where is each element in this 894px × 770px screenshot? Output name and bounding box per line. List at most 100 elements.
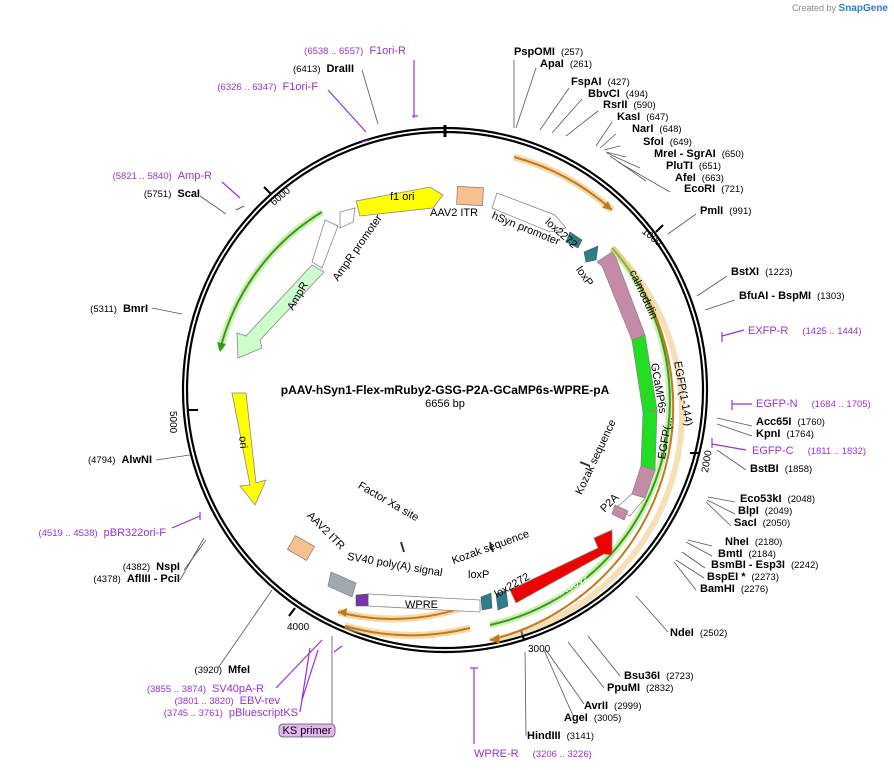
svg-text:(3920)MfeI: (3920)MfeI bbox=[195, 664, 250, 676]
site-hindiii-pos: (3141) bbox=[567, 731, 594, 742]
primer-ebv-rev-range: (3801 .. 3820) bbox=[174, 696, 233, 707]
ks-primer-badge bbox=[278, 723, 336, 738]
svg-text:(4378)AflIII - PciI: (4378)AflIII - PciI bbox=[93, 573, 180, 585]
site-mfei: MfeI bbox=[228, 664, 250, 676]
orf-arc-left bbox=[219, 211, 323, 351]
tick-label-2000: 2000 bbox=[700, 449, 715, 473]
factor-xa-mark bbox=[400, 541, 405, 553]
primer-f1ori-r: F1ori-R bbox=[369, 45, 406, 57]
svg-text:Bsu36I(2723): Bsu36I(2723) bbox=[624, 670, 694, 682]
site-bstxi: BstXI bbox=[731, 266, 759, 278]
tick-label-3000: 3000 bbox=[528, 644, 551, 655]
site-apai: ApaI bbox=[540, 58, 564, 70]
orf-arc-top-arrowhead bbox=[602, 201, 612, 210]
site-alwni: AlwNI bbox=[121, 454, 152, 466]
label-aav2-itr-top: AAV2 ITR bbox=[430, 207, 478, 219]
site-bstxi-pos: (1223) bbox=[765, 267, 792, 278]
primer-ebv-rev: EBV-rev bbox=[240, 695, 281, 707]
ampr-arrow bbox=[236, 264, 325, 359]
label-egfp-2: EGFP(... bbox=[656, 416, 675, 460]
svg-text:NarI(648): NarI(648) bbox=[632, 123, 682, 135]
svg-text:AfeI(663): AfeI (663) bbox=[675, 172, 724, 184]
label-factor-xa: Factor Xa site bbox=[356, 480, 421, 524]
p2a-box bbox=[611, 504, 629, 521]
tick-label-6000: 6000 bbox=[269, 185, 293, 208]
svg-text:SacI(2050): SacI(2050) bbox=[734, 517, 790, 529]
aav2-itr-top-box bbox=[456, 185, 484, 207]
svg-text:BstBI(1858): BstBI(1858) bbox=[750, 463, 812, 475]
svg-text:(6326 .. 6347)F1ori-F: (6326 .. 6347) F1ori-F bbox=[217, 81, 318, 93]
orf-arc-right bbox=[489, 247, 671, 626]
svg-text:AvrII(2999): AvrII(2999) bbox=[584, 700, 642, 712]
ampr-promoter-arrow bbox=[339, 207, 356, 229]
site-acc65i-pos: (1760) bbox=[797, 417, 824, 428]
site-ecori-pos: (721) bbox=[721, 184, 743, 195]
label-kozak2: Kozak sequence bbox=[450, 528, 531, 567]
primer-amp-r: Amp-R bbox=[178, 170, 212, 182]
site-eco53ki: Eco53kI bbox=[740, 493, 782, 505]
orf-arc-left-arrowhead bbox=[217, 342, 226, 352]
site-mrei-sgrai: MreI - SgrAI bbox=[654, 148, 716, 160]
lox2272-bottom-marker bbox=[495, 589, 509, 611]
site-ecori: EcoRI bbox=[684, 183, 715, 195]
orf-arc-bottom1-arrowhead bbox=[338, 608, 347, 617]
label-loxp-top: loxP bbox=[573, 264, 595, 288]
primer-pbluescriptks-range: (3745 .. 3761) bbox=[164, 708, 223, 719]
orf-arc-top bbox=[513, 156, 613, 211]
primer-amp-r-range: (5821 .. 5840) bbox=[113, 171, 172, 182]
site-leaders bbox=[151, 60, 753, 737]
site-saci-pos: (2050) bbox=[763, 518, 790, 529]
orf-arcs bbox=[216, 153, 685, 644]
site-bsu36i-pos: (2723) bbox=[666, 671, 693, 682]
primer-f1ori-f: F1ori-F bbox=[283, 81, 319, 93]
label-kozak1: Kozak sequence bbox=[573, 418, 618, 497]
site-blpi: BlpI bbox=[738, 505, 759, 517]
kozak2-mark bbox=[489, 541, 494, 553]
primer-f1ori-f-range: (6326 .. 6347) bbox=[217, 82, 276, 93]
svg-text:BbvCI(494): BbvCI(494) bbox=[588, 88, 648, 100]
site-afliii-pos: (4378) bbox=[93, 574, 120, 585]
site-nari-pos: (648) bbox=[659, 124, 681, 135]
svg-text:RsrII(590): RsrII (590) bbox=[603, 99, 656, 111]
svg-text:EGFP-C(1811 .. 1832): EGFP-C (1811 .. 1832) bbox=[752, 445, 866, 457]
site-bamhi: BamHI bbox=[700, 583, 735, 595]
primer-pbr322ori-f: pBR322ori-F bbox=[104, 527, 167, 539]
site-draiii: DraIII bbox=[326, 63, 354, 75]
svg-text:PspOMI(257): PspOMI (257) bbox=[514, 46, 583, 58]
primer-egfp-c: EGFP-C bbox=[752, 445, 794, 457]
primer-pbr322ori-f-range: (4519 .. 4538) bbox=[38, 528, 97, 539]
site-rsrii-pos: (590) bbox=[633, 100, 655, 111]
svg-text:MreI - SgrAI(650): MreI - SgrAI(650) bbox=[654, 148, 744, 160]
site-hindiii: HindIII bbox=[527, 730, 561, 742]
svg-text:EXFP-R(1425 .. 1444): EXFP-R(1425 .. 1444) bbox=[748, 325, 862, 337]
site-agei: AgeI bbox=[564, 712, 588, 724]
label-f1-ori: f1 ori bbox=[390, 191, 414, 203]
primer-wpre-r-range: (3206 .. 3226) bbox=[533, 749, 592, 760]
site-kpni-pos: (1764) bbox=[786, 429, 813, 440]
site-apai-pos: (261) bbox=[570, 59, 592, 70]
svg-text:BsmBI - Esp3I(2242): BsmBI - Esp3I(2242) bbox=[711, 559, 818, 571]
site-kasi-pos: (647) bbox=[646, 112, 668, 123]
site-bspei: BspEI * bbox=[707, 571, 746, 583]
site-afei: AfeI bbox=[675, 172, 696, 184]
egfp-2-box bbox=[640, 409, 658, 471]
site-bsmbi-esp3i-pos: (2242) bbox=[791, 560, 818, 571]
primer-egfp-c-range: (1811 .. 1832) bbox=[808, 446, 866, 457]
tick-label-4000: 4000 bbox=[287, 622, 310, 633]
svg-text:(4794)AlwNI: (4794)AlwNI bbox=[88, 454, 152, 466]
loxp-bottom-marker bbox=[480, 592, 493, 611]
svg-text:BlpI(2049): BlpI(2049) bbox=[738, 505, 792, 517]
site-pspomi-pos: (257) bbox=[561, 47, 583, 58]
site-pspomi: PspOMI bbox=[514, 46, 555, 58]
site-bstbi: BstBI bbox=[750, 463, 779, 475]
svg-text:AgeI(3005): AgeI(3005) bbox=[564, 712, 621, 724]
restriction-sites: PspOMI(257) ApaI(261) FspAI(427) BbvCI(4… bbox=[88, 46, 845, 742]
site-scai: ScaI bbox=[177, 188, 200, 200]
svg-text:HindIII(3141): HindIII (3141) bbox=[527, 730, 594, 742]
svg-text:NdeI(2502): NdeI(2502) bbox=[670, 627, 727, 639]
features bbox=[231, 185, 658, 613]
site-afei-pos: (663) bbox=[702, 173, 724, 184]
site-rsrii: RsrII bbox=[603, 99, 627, 111]
orf-arc-right-arrowhead bbox=[490, 634, 500, 644]
